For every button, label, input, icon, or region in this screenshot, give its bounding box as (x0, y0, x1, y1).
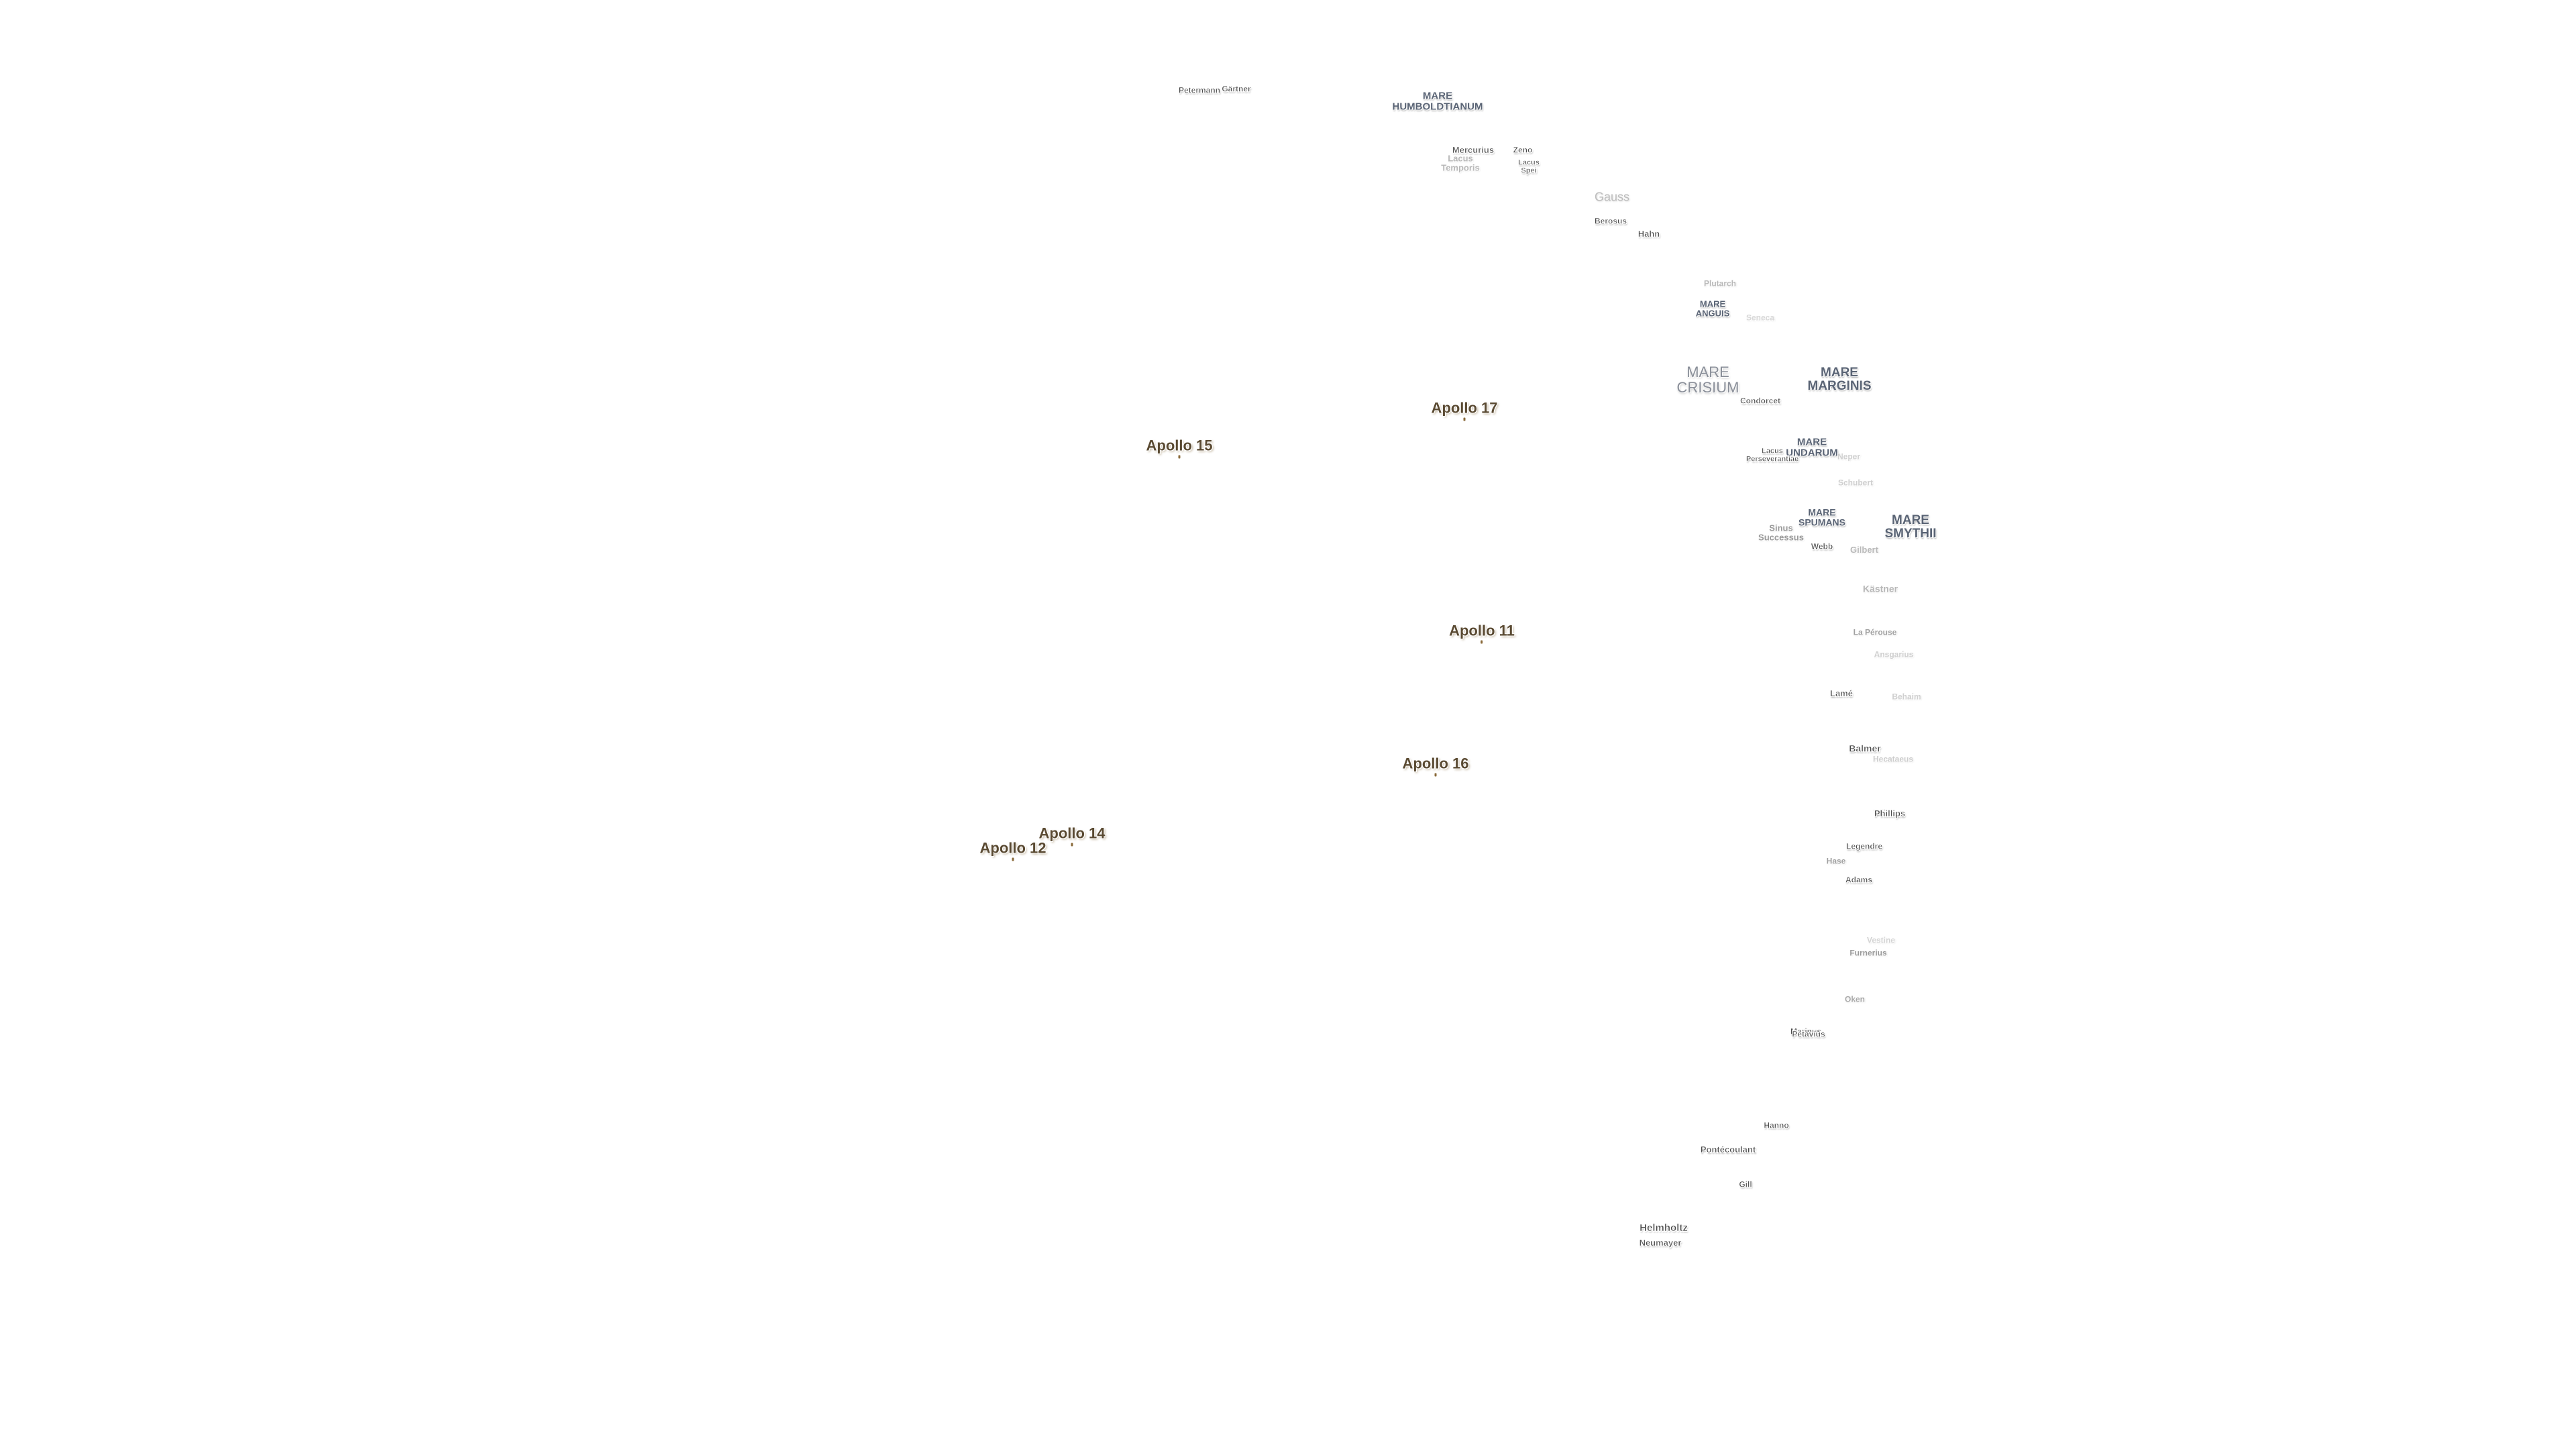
crater-petavius-label[interactable]: Petavius (1792, 1029, 1825, 1039)
apollo-17-text: Apollo 17 (1431, 399, 1498, 417)
mare-undarum-line2: UNDARUM (1786, 447, 1838, 458)
apollo-16-text: Apollo 16 (1402, 755, 1469, 772)
apollo-11-label[interactable]: Apollo 11 (1449, 622, 1515, 644)
crater-gill-label[interactable]: Gill (1739, 1179, 1752, 1189)
crater-neper-label[interactable]: Neper (1837, 451, 1861, 462)
apollo-14-text: Apollo 14 (1038, 824, 1106, 842)
crater-petermann-label[interactable]: Petermann (1178, 85, 1221, 95)
sinus-successus-line1: Sinus (1769, 523, 1793, 533)
crater-balmer-label[interactable]: Balmer (1849, 743, 1881, 754)
mare-undarum-line1: MARE (1796, 436, 1827, 448)
crater-legendre-label[interactable]: Legendre (1845, 841, 1883, 851)
crater-berosus-label[interactable]: Berosus (1594, 216, 1627, 226)
lacus-spei-line1: Lacus (1518, 158, 1540, 167)
apollo-15-text: Apollo 15 (1146, 437, 1213, 454)
crater-gaertner-label[interactable]: Gärtner (1222, 84, 1251, 94)
apollo-11-text: Apollo 11 (1449, 622, 1515, 639)
crater-neumayer-label[interactable]: Neumayer (1639, 1238, 1682, 1248)
apollo-17-marker (1463, 417, 1466, 421)
crater-vestine-label[interactable]: Vestine (1866, 935, 1896, 945)
crater-hahn-label[interactable]: Hahn (1638, 229, 1660, 239)
lacus-perseverantiae-line2: Perseverantiae (1746, 455, 1799, 463)
apollo-15-label[interactable]: Apollo 15 (1146, 437, 1213, 459)
crater-plutarch-label[interactable]: Plutarch (1703, 278, 1737, 288)
crater-ansgarius-label[interactable]: Ansgarius (1874, 649, 1914, 659)
crater-seneca-label[interactable]: Seneca (1746, 313, 1775, 323)
crater-phillips-label[interactable]: Phillips (1874, 808, 1906, 819)
mare-smythii-line2: SMYTHII (1884, 527, 1937, 541)
crater-behaim-label[interactable]: Behaim (1892, 692, 1921, 702)
mare-crisium-line2: CRISIUM (1676, 379, 1739, 396)
crater-hanno-label[interactable]: Hanno (1764, 1120, 1789, 1130)
crater-hase-label[interactable]: Hase (1826, 856, 1846, 866)
mare-spumans-line1: MARE (1808, 506, 1836, 518)
crater-schubert-label[interactable]: Schubert (1837, 478, 1874, 488)
mare-anguis-line2: ANGUIS (1695, 308, 1730, 318)
crater-lame-label[interactable]: Lamé (1830, 688, 1853, 699)
apollo-14-label[interactable]: Apollo 14 (1038, 824, 1106, 847)
crater-adams-label[interactable]: Adams (1845, 875, 1873, 885)
lacus-spei-line2: Spei (1521, 166, 1537, 174)
apollo-12-label[interactable]: Apollo 12 (979, 839, 1046, 861)
crater-marinus-label[interactable]: Marinus (1790, 1026, 1822, 1036)
apollo-12-text: Apollo 12 (979, 839, 1046, 857)
crater-pontecoulant-label[interactable]: Pontécoulant (1700, 1144, 1756, 1155)
crater-hecataeus-label[interactable]: Hecataeus (1872, 754, 1914, 764)
mare-crisium-line1: MARE (1686, 363, 1729, 380)
apollo-16-label[interactable]: Apollo 16 (1402, 755, 1469, 777)
crater-la-perouse-label[interactable]: La Pérouse (1853, 627, 1897, 637)
apollo-15-marker (1178, 455, 1181, 459)
mare-marginis-line2: MARGINIS (1807, 379, 1872, 393)
crater-wilsing-label[interactable]: Wilsing (1873, 808, 1902, 818)
crater-mercurius-label[interactable]: Mercurius (1452, 145, 1495, 156)
mare-smythii-line1: MARE (1892, 513, 1929, 528)
crater-oken-label[interactable]: Oken (1844, 994, 1866, 1004)
crater-gauss-label[interactable]: Gauss (1594, 190, 1630, 204)
apollo-17-label[interactable]: Apollo 17 (1431, 399, 1498, 421)
mare-spumans-line2: SPUMANS (1798, 517, 1846, 527)
apollo-11-marker (1481, 640, 1483, 644)
mare-humboldtianum-line1: MARE (1422, 90, 1453, 102)
apollo-14-marker (1071, 843, 1073, 847)
apollo-16-marker (1434, 773, 1437, 777)
crater-webb-label[interactable]: Webb (1811, 541, 1833, 551)
crater-furnerius-label[interactable]: Furnerius (1849, 948, 1887, 958)
lacus-perseverantiae-line1: Lacus (1762, 447, 1783, 455)
sinus-successus-line2: Successus (1758, 532, 1804, 542)
crater-zeno-label[interactable]: Zeno (1513, 145, 1533, 155)
lacus-temporis-line2: Temporis (1441, 162, 1480, 172)
crater-kaestner-label[interactable]: Kästner (1862, 583, 1898, 594)
mare-marginis-line1: MARE (1821, 366, 1858, 380)
crater-condorcet-label[interactable]: Condorcet (1740, 396, 1780, 406)
crater-gilbert-label[interactable]: Gilbert (1850, 545, 1878, 555)
mare-anguis-line1: MARE (1699, 299, 1726, 309)
crater-helmholtz-label[interactable]: Helmholtz (1640, 1222, 1688, 1234)
apollo-12-marker (1012, 857, 1014, 861)
lacus-temporis-line1: Lacus (1448, 153, 1473, 164)
mare-humboldtianum-line2: HUMBOLDTIANUM (1392, 101, 1483, 112)
